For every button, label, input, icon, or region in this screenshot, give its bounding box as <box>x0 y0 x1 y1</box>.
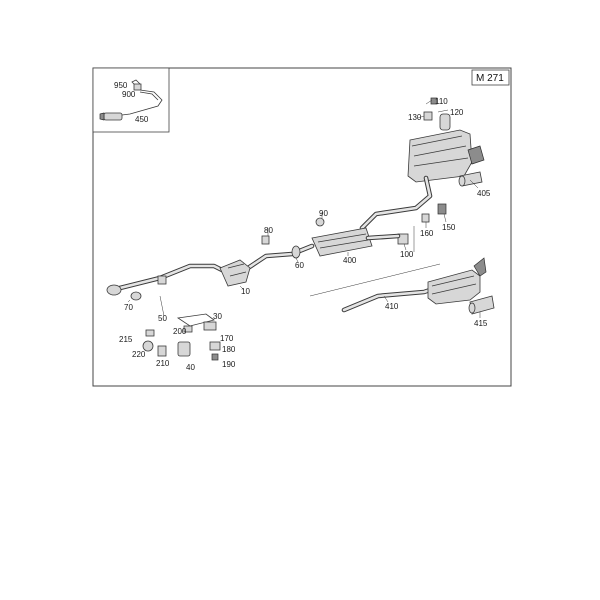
hanger-160-150 <box>421 203 447 223</box>
tail-pipe-trim-lower <box>468 295 495 315</box>
part-label-100: 100 <box>400 250 414 259</box>
clamp-90 <box>315 217 325 227</box>
part-label-410: 410 <box>385 302 399 311</box>
part-label-80: 80 <box>264 226 273 235</box>
inset-label-900: 900 <box>122 90 136 99</box>
rear-silencer-upper <box>407 97 485 183</box>
catalytic-converter <box>219 259 251 287</box>
part-label-220: 220 <box>132 350 146 359</box>
rear-silencer-lower <box>427 257 487 305</box>
part-label-170: 170 <box>220 334 234 343</box>
bolt-80 <box>261 235 270 245</box>
part-label-40: 40 <box>186 363 195 372</box>
part-label-160: 160 <box>420 229 434 238</box>
clamp-100 <box>397 233 409 245</box>
diagram-frame <box>92 67 512 387</box>
part-label-400: 400 <box>343 256 357 265</box>
part-label-405: 405 <box>477 189 491 198</box>
part-label-190: 190 <box>222 360 236 369</box>
part-label-150: 150 <box>442 223 456 232</box>
part-label-210: 210 <box>156 359 170 368</box>
part-label-30: 30 <box>213 312 222 321</box>
part-label-215: 215 <box>119 335 133 344</box>
part-label-200: 200 <box>173 327 187 336</box>
engine-code-label: M 271 <box>476 73 504 84</box>
part-label-60: 60 <box>295 261 304 270</box>
part-label-10: 10 <box>241 287 250 296</box>
inset-frame <box>92 67 170 133</box>
part-label-120: 120 <box>450 108 464 117</box>
part-label-70: 70 <box>124 303 133 312</box>
gasket-60 <box>291 245 301 259</box>
center-silencer <box>311 227 373 257</box>
part-label-50: 50 <box>158 314 167 323</box>
bracket-front-pipe <box>157 275 167 285</box>
tail-pipe-trim-upper <box>458 171 483 187</box>
oxygen-sensor-inset <box>99 79 163 121</box>
part-label-415: 415 <box>474 319 488 328</box>
front-flange <box>106 284 142 301</box>
hardware-cluster <box>142 295 221 361</box>
engine-code-box <box>471 69 510 86</box>
inset-label-450: 450 <box>135 115 149 124</box>
part-label-180: 180 <box>222 345 236 354</box>
part-label-110: 110 <box>435 97 448 106</box>
inset-label-950: 950 <box>114 81 128 90</box>
part-label-130: 130 <box>408 113 422 122</box>
part-label-90: 90 <box>319 209 328 218</box>
